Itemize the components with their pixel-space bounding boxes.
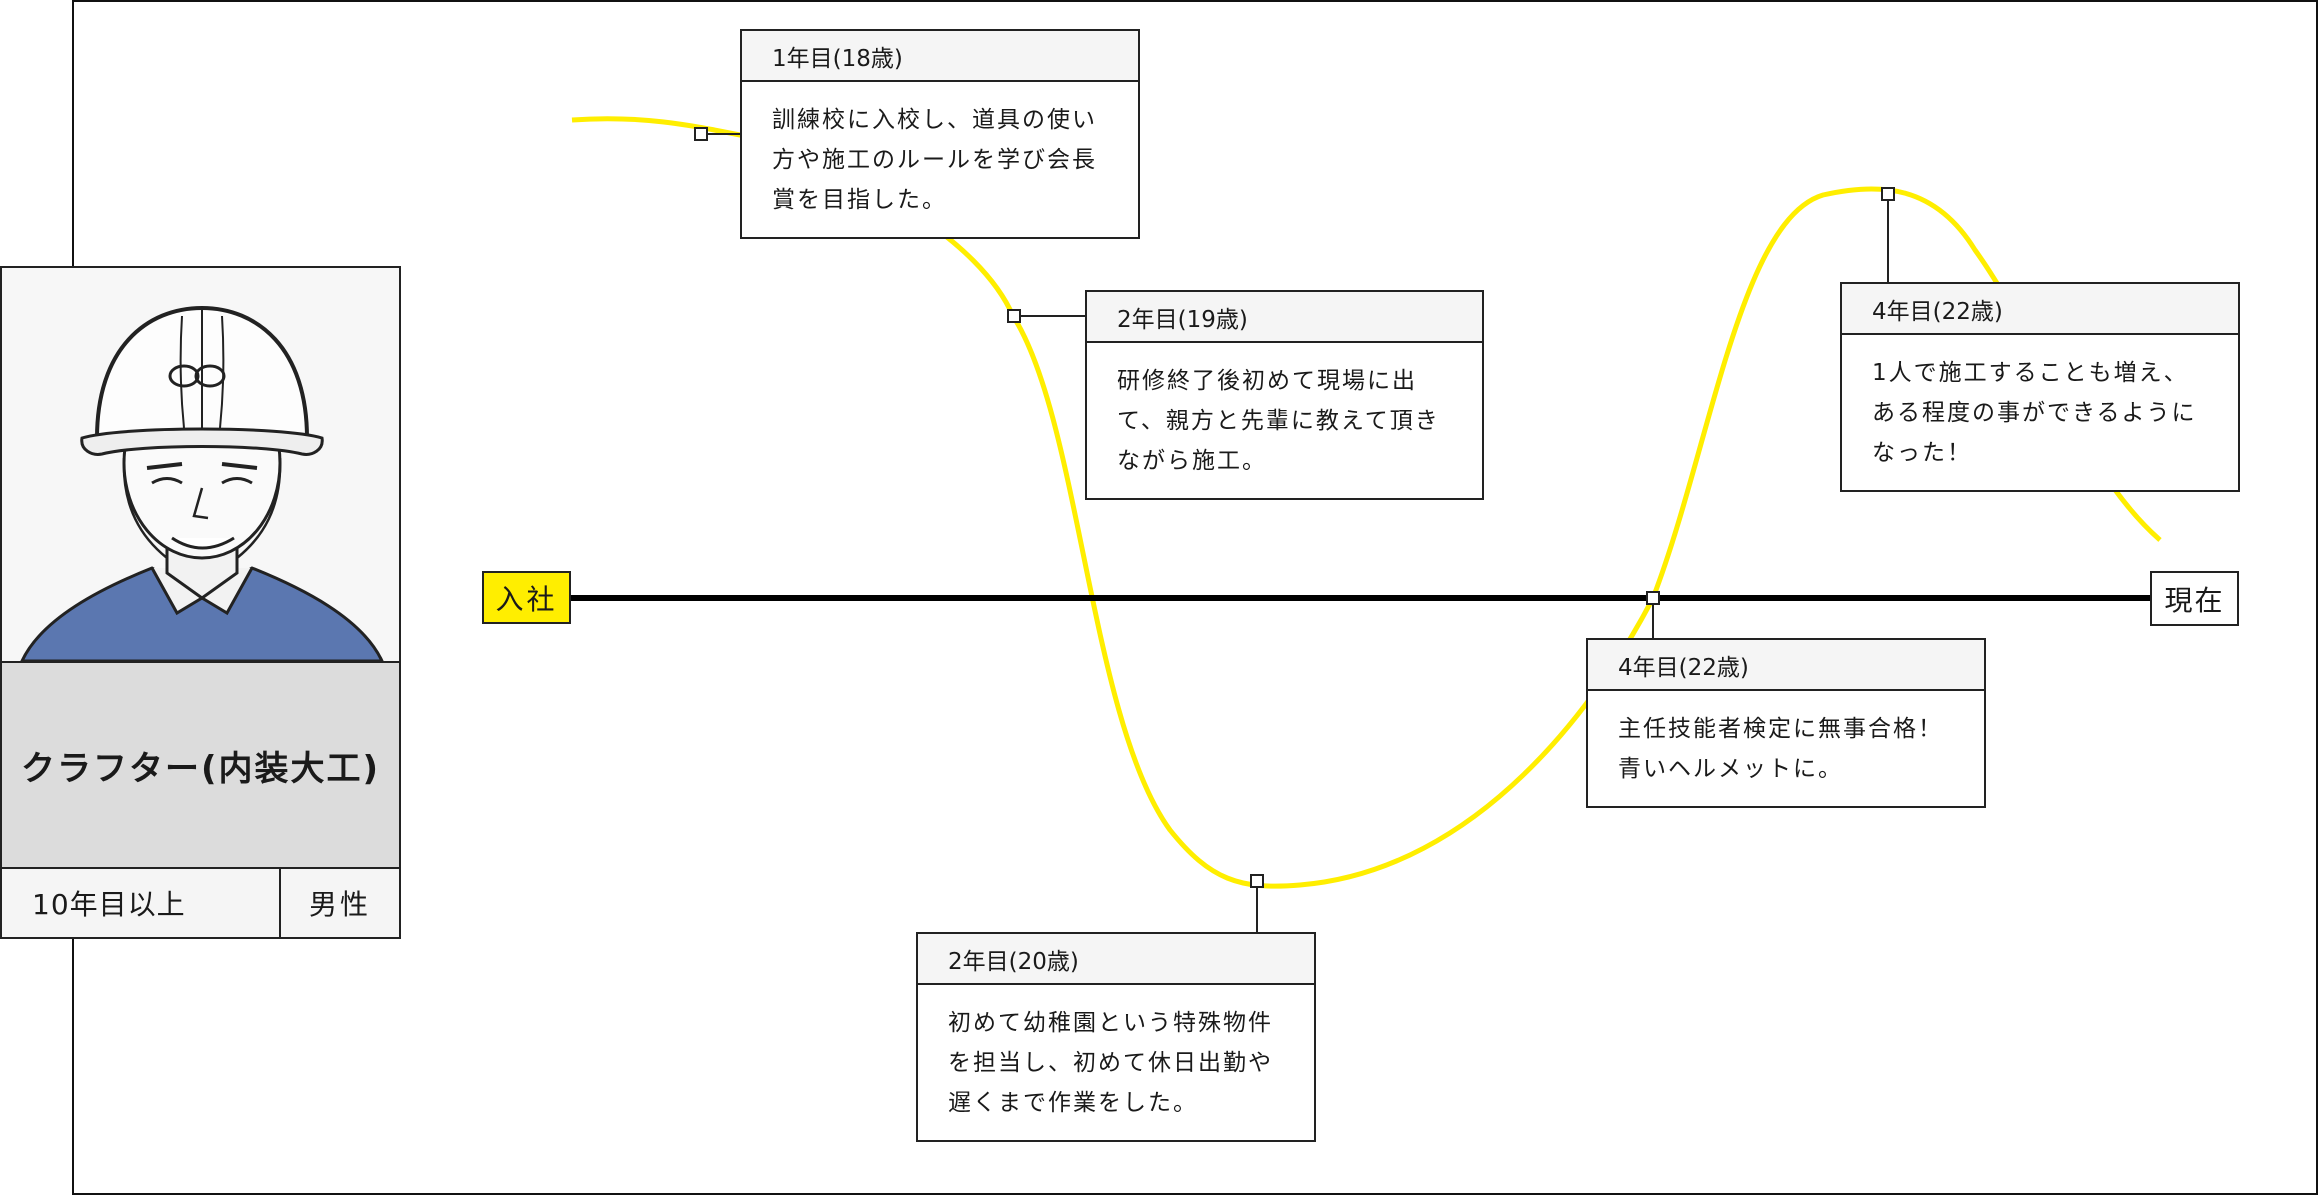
event-box-5: 4年目(22歳) 1人で施工することも増え、 ある程度の事ができるように なった… xyxy=(1840,282,2240,492)
event-description: 初めて幼稚園という特殊物件 を担当し、初めて休日出勤や 遅くまで作業をした。 xyxy=(948,1010,1273,1116)
event-marker xyxy=(694,127,708,141)
job-title: クラフター(内装大工) xyxy=(20,748,381,789)
event-box-4: 4年目(22歳) 主任技能者検定に無事合格！ 青いヘルメットに。 xyxy=(1586,638,1986,808)
event-description: 1人で施工することも増え、 ある程度の事ができるように なった！ xyxy=(1872,360,2197,466)
event-marker xyxy=(1007,309,1021,323)
event-box-1: 1年目(18歳) 訓練校に入校し、道具の使い 方や施工のルールを学び会長 賞を目… xyxy=(740,29,1140,239)
worker-portrait-icon xyxy=(2,268,399,663)
gender: 男性 xyxy=(308,888,371,921)
profile-meta-row: 10年目以上 男性 xyxy=(2,869,399,937)
event-description: 研修終了後初めて現場に出 て、親方と先輩に教えて頂き ながら施工。 xyxy=(1117,368,1440,474)
event-title: 4年目(22歳) xyxy=(1842,284,2238,335)
event-title: 4年目(22歳) xyxy=(1588,640,1984,691)
event-description: 訓練校に入校し、道具の使い 方や施工のルールを学び会長 賞を目指した。 xyxy=(772,107,1097,213)
years-of-service: 10年目以上 xyxy=(2,869,281,937)
event-marker xyxy=(1646,591,1660,605)
event-title: 1年目(18歳) xyxy=(742,31,1138,82)
timeline-end-label: 現在 xyxy=(2150,571,2239,626)
event-marker xyxy=(1881,187,1895,201)
job-title-box: クラフター(内装大工) xyxy=(2,663,399,869)
event-description: 主任技能者検定に無事合格！ 青いヘルメットに。 xyxy=(1618,716,1943,782)
profile-card: クラフター(内装大工) 10年目以上 男性 xyxy=(0,266,401,939)
event-marker xyxy=(1250,874,1264,888)
timeline-start-label: 入社 xyxy=(482,571,571,624)
event-box-2: 2年目(19歳) 研修終了後初めて現場に出 て、親方と先輩に教えて頂き ながら施… xyxy=(1085,290,1484,500)
event-box-3: 2年目(20歳) 初めて幼稚園という特殊物件 を担当し、初めて休日出勤や 遅くま… xyxy=(916,932,1316,1142)
event-title: 2年目(20歳) xyxy=(918,934,1314,985)
event-title: 2年目(19歳) xyxy=(1087,292,1482,343)
